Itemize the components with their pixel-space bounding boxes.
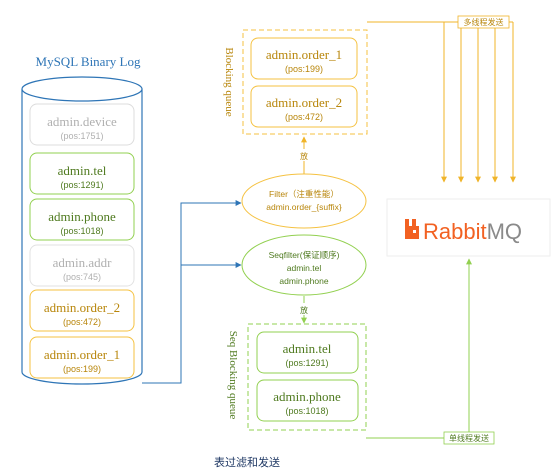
seqfilter-node: Seqfilter(保证顺序) admin.tel admin.phone — [241, 234, 367, 296]
multi-thread-label: 多线程发送 — [464, 17, 504, 27]
queue-item-pos: (pos:1291) — [285, 358, 328, 368]
rabbitmq-logo-icon — [405, 219, 419, 239]
log-entry-pos: (pos:1751) — [60, 131, 103, 141]
log-entry-phone: admin.phone (pos:1018) — [29, 198, 135, 241]
log-entry-name: admin.tel — [58, 163, 107, 178]
log-entry-name: admin.phone — [48, 209, 116, 224]
rabbitmq-box: RabbitMQ — [386, 198, 551, 257]
binlog-title: MySQL Binary Log — [36, 54, 141, 69]
enqueue-label-top: 放 — [300, 151, 308, 161]
seq-blocking-queue: Seq Blocking queue admin.tel (pos:1291) … — [227, 323, 367, 431]
seqfilter-table-2: admin.phone — [279, 276, 328, 286]
queue-item-pos: (pos:199) — [285, 64, 323, 74]
queue-item-name: admin.phone — [273, 389, 341, 404]
log-entry-order-1: admin.order_1 (pos:199) — [29, 336, 135, 379]
rabbitmq-wordmark: RabbitMQ — [423, 219, 522, 244]
figure-caption: 表过滤和发送 — [214, 455, 280, 469]
log-entry-pos: (pos:1018) — [60, 226, 103, 236]
rabbitmq-brand-suffix: MQ — [487, 219, 522, 244]
queue-item-pos: (pos:472) — [285, 112, 323, 122]
queue-item-tel: admin.tel (pos:1291) — [256, 331, 359, 374]
queue-item-order-1: admin.order_1 (pos:199) — [250, 37, 358, 80]
queue-item-name: admin.order_1 — [266, 47, 342, 62]
single-thread-send-line — [366, 258, 472, 439]
log-entry-addr: admin.addr (pos:745) — [29, 244, 135, 287]
seqfilter-table-1: admin.tel — [287, 263, 322, 273]
queue-item-name: admin.tel — [283, 341, 332, 356]
blocking-queue-label: Blocking queue — [223, 47, 235, 116]
log-entry-name: admin.order_1 — [44, 347, 120, 362]
filter-node: Filter（注重性能） admin.order_{suffix} — [241, 173, 367, 229]
log-entry-name: admin.device — [47, 114, 117, 129]
log-entry-tel: admin.tel (pos:1291) — [29, 152, 135, 195]
log-entry-pos: (pos:472) — [63, 317, 101, 327]
multi-thread-badge: 多线程发送 — [457, 15, 510, 29]
seq-blocking-queue-label: Seq Blocking queue — [227, 331, 239, 420]
seqfilter-title: Seqfilter(保证顺序) — [269, 250, 340, 260]
log-entry-device: admin.device (pos:1751) — [29, 103, 135, 146]
log-entry-name: admin.addr — [53, 255, 113, 270]
single-thread-badge: 单线程发送 — [443, 431, 495, 445]
queue-item-name: admin.order_2 — [266, 95, 342, 110]
enqueue-label-bottom: 放 — [300, 305, 308, 315]
filter-title: Filter（注重性能） — [269, 189, 339, 199]
log-entry-pos: (pos:745) — [63, 272, 101, 282]
queue-item-pos: (pos:1018) — [285, 406, 328, 416]
rabbitmq-brand: Rabbit — [423, 219, 487, 244]
log-entry-pos: (pos:1291) — [60, 180, 103, 190]
log-entry-name: admin.order_2 — [44, 300, 120, 315]
log-entry-pos: (pos:199) — [63, 364, 101, 374]
single-thread-label: 单线程发送 — [449, 433, 489, 443]
arrow-log-to-filter — [142, 200, 242, 384]
multi-thread-send-lines — [367, 21, 516, 183]
queue-item-phone: admin.phone (pos:1018) — [256, 379, 359, 422]
queue-item-order-2: admin.order_2 (pos:472) — [250, 85, 358, 128]
blocking-queue: Blocking queue admin.order_1 (pos:199) a… — [223, 29, 368, 135]
filter-pattern: admin.order_{suffix} — [266, 202, 342, 212]
log-entry-order-2: admin.order_2 (pos:472) — [29, 289, 135, 332]
